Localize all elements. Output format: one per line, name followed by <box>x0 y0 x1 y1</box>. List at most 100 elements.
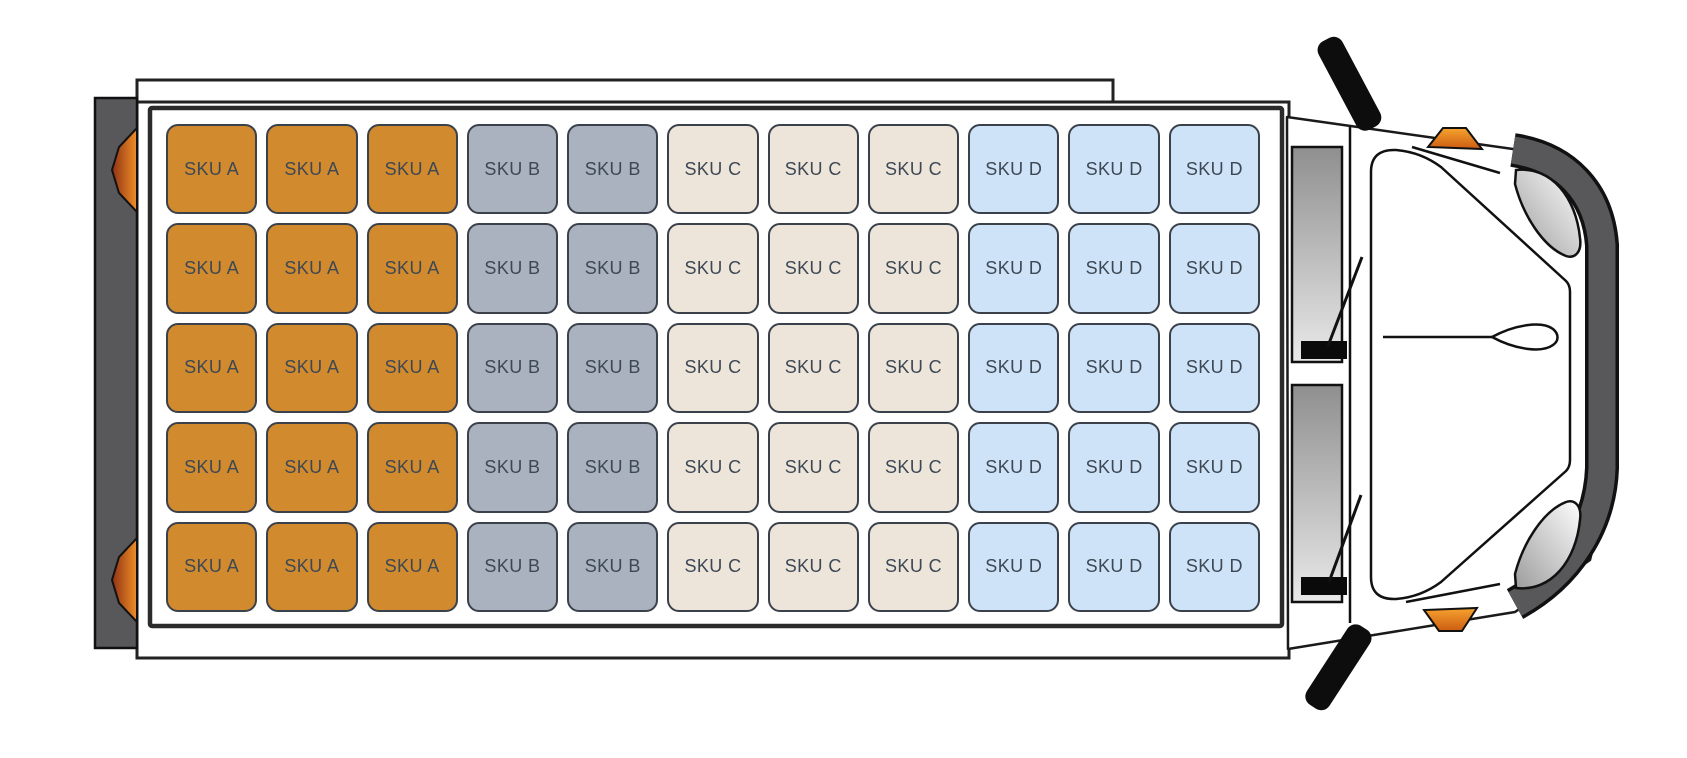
cargo-box: SKU D <box>968 223 1060 314</box>
cargo-box: SKU B <box>466 223 559 314</box>
cargo-box-label: SKU D <box>1185 158 1243 179</box>
cargo-box: SKU D <box>1068 223 1160 314</box>
rear-marker-arrow-top <box>110 125 138 215</box>
cargo-box: SKU D <box>968 422 1060 513</box>
cargo-box: SKU C <box>767 521 859 612</box>
cargo-box: SKU B <box>466 322 559 414</box>
cargo-box-label: SKU C <box>684 357 742 378</box>
cargo-box: SKU B <box>567 322 659 414</box>
cargo-box: SKU C <box>867 223 960 314</box>
cargo-box: SKU A <box>366 422 458 513</box>
hood-antenna <box>1489 323 1559 351</box>
cargo-box: SKU C <box>867 322 960 414</box>
cargo-box: SKU A <box>366 521 458 612</box>
cargo-box: SKU B <box>466 124 559 215</box>
cargo-box: SKU A <box>366 322 458 414</box>
cargo-box-label: SKU C <box>784 258 842 279</box>
cargo-box-label: SKU C <box>684 456 742 477</box>
cargo-box-label: SKU A <box>284 258 340 279</box>
cargo-box: SKU C <box>767 223 859 314</box>
cargo-box-label: SKU C <box>784 158 842 179</box>
cargo-box: SKU B <box>567 124 659 215</box>
cargo-box-label: SKU A <box>184 158 240 179</box>
cargo-box-label: SKU D <box>1085 158 1143 179</box>
cargo-box-label: SKU A <box>184 556 240 577</box>
cargo-box-label: SKU C <box>684 158 742 179</box>
cargo-box: SKU A <box>366 124 458 215</box>
cargo-box-label: SKU A <box>384 456 440 477</box>
cargo-box-label: SKU B <box>584 357 641 378</box>
cargo-box: SKU A <box>266 124 358 215</box>
cargo-box: SKU A <box>166 124 258 215</box>
headlight-bottom <box>1513 500 1582 590</box>
cargo-box: SKU C <box>767 124 859 215</box>
cargo-box: SKU A <box>166 521 258 612</box>
cargo-box-label: SKU A <box>284 158 340 179</box>
cargo-box-label: SKU B <box>484 456 541 477</box>
cargo-box: SKU C <box>667 521 759 612</box>
cargo-box: SKU A <box>166 422 258 513</box>
cargo-box: SKU C <box>867 422 960 513</box>
cargo-box-label: SKU C <box>885 456 943 477</box>
cargo-box: SKU A <box>266 521 358 612</box>
windshield-outline <box>1369 148 1572 601</box>
cargo-box-label: SKU D <box>1085 456 1143 477</box>
hood-bottom-edge <box>1405 582 1501 604</box>
cargo-box-label: SKU D <box>1085 258 1143 279</box>
cargo-box: SKU C <box>867 124 960 215</box>
windshield-top-edge <box>1411 145 1501 175</box>
cargo-box: SKU C <box>667 422 759 513</box>
marker-light-top <box>1425 127 1485 151</box>
cargo-box-label: SKU B <box>484 556 541 577</box>
cargo-box: SKU B <box>567 422 659 513</box>
step-handle-top <box>1301 341 1347 359</box>
cargo-box-label: SKU A <box>384 158 440 179</box>
cargo-box: SKU D <box>1168 124 1260 215</box>
mirror-bar-top <box>1317 36 1382 131</box>
cargo-box: SKU D <box>1068 124 1160 215</box>
cargo-box: SKU A <box>166 223 258 314</box>
cargo-box-label: SKU D <box>1185 357 1243 378</box>
cargo-box: SKU D <box>1168 422 1260 513</box>
cargo-box-label: SKU B <box>484 158 541 179</box>
cargo-box-label: SKU D <box>1185 456 1243 477</box>
cargo-box: SKU D <box>968 322 1060 414</box>
cargo-box-label: SKU B <box>584 456 641 477</box>
mirror-arm-top <box>1326 256 1364 347</box>
cargo-box: SKU D <box>968 521 1060 612</box>
cargo-box-label: SKU A <box>284 456 340 477</box>
cargo-box: SKU B <box>567 223 659 314</box>
cargo-box-label: SKU D <box>1085 556 1143 577</box>
cargo-box-label: SKU A <box>284 556 340 577</box>
cargo-box: SKU D <box>1068 422 1160 513</box>
cargo-box: SKU B <box>466 422 559 513</box>
cargo-box: SKU D <box>1168 322 1260 414</box>
cargo-box: SKU C <box>667 322 759 414</box>
cargo-box-label: SKU D <box>985 258 1043 279</box>
cargo-box-label: SKU A <box>184 258 240 279</box>
cargo-box: SKU D <box>1168 521 1260 612</box>
cargo-box-label: SKU C <box>784 357 842 378</box>
cargo-box-label: SKU A <box>384 357 440 378</box>
rear-marker-arrow-bottom <box>110 535 138 625</box>
mirror-arm-bottom <box>1327 494 1363 583</box>
cargo-box: SKU D <box>1168 223 1260 314</box>
cargo-box-label: SKU D <box>1085 357 1143 378</box>
cargo-box-label: SKU C <box>684 556 742 577</box>
cargo-box-label: SKU B <box>484 258 541 279</box>
cargo-box-label: SKU D <box>985 357 1043 378</box>
cargo-box: SKU D <box>968 124 1060 215</box>
cargo-box-label: SKU A <box>184 357 240 378</box>
mirror-bar-bottom <box>1305 624 1372 711</box>
cargo-box: SKU C <box>867 521 960 612</box>
cargo-box-label: SKU D <box>1185 258 1243 279</box>
cargo-box-label: SKU D <box>985 456 1043 477</box>
cargo-box-label: SKU C <box>885 258 943 279</box>
cargo-box-label: SKU A <box>284 357 340 378</box>
cargo-box-label: SKU B <box>584 158 641 179</box>
cargo-box: SKU A <box>266 223 358 314</box>
cargo-box-label: SKU B <box>584 556 641 577</box>
cargo-box: SKU A <box>166 322 258 414</box>
